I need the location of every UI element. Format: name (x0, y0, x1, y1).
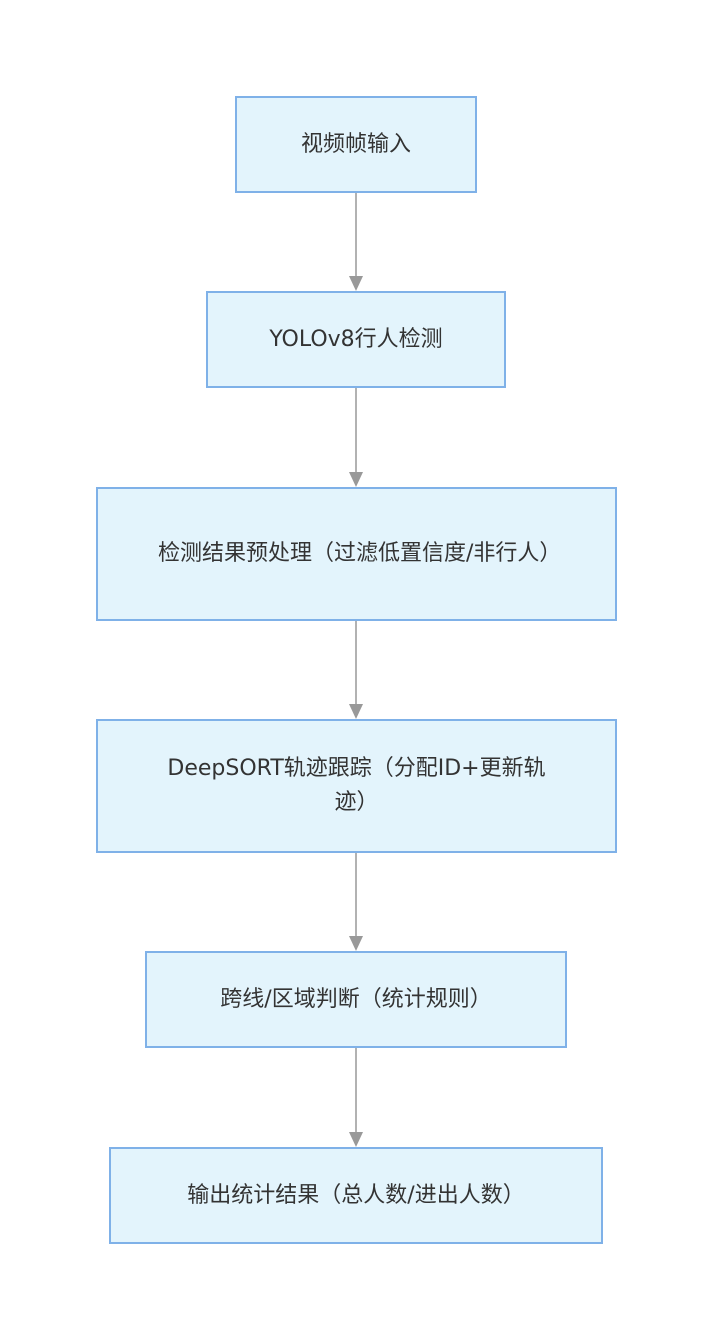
node-line-region-judgement: 跨线/区域判断（统计规则） (145, 951, 567, 1048)
node-label: 输出统计结果（总人数/进出人数） (187, 1182, 525, 1208)
edge-n5-n6 (349, 1048, 363, 1147)
arrowhead-icon (349, 472, 363, 487)
edge-n3-n4 (349, 621, 363, 719)
node-output-statistics: 输出统计结果（总人数/进出人数） (109, 1147, 603, 1244)
arrowhead-icon (349, 936, 363, 951)
arrowhead-icon (349, 1132, 363, 1147)
node-deepsort-tracking: DeepSORT轨迹跟踪（分配ID+更新轨迹） (96, 719, 617, 853)
edge-n4-n5 (349, 853, 363, 951)
node-label: 检测结果预处理（过滤低置信度/非行人） (158, 541, 562, 566)
arrowhead-icon (349, 276, 363, 291)
edge-n2-n3 (349, 388, 363, 487)
node-label: 跨线/区域判断（统计规则） (220, 986, 492, 1012)
node-label: 视频帧输入 (300, 131, 411, 157)
node-label: DeepSORT轨迹跟踪（分配ID+更新轨迹） (167, 756, 546, 815)
node-yolov8-detection: YOLOv8行人检测 (206, 291, 506, 388)
edge-n1-n2 (349, 193, 363, 291)
node-detection-preprocessing: 检测结果预处理（过滤低置信度/非行人） (96, 487, 617, 621)
node-label: YOLOv8行人检测 (269, 326, 443, 352)
arrowhead-icon (349, 704, 363, 719)
node-video-frame-input: 视频帧输入 (235, 96, 477, 193)
